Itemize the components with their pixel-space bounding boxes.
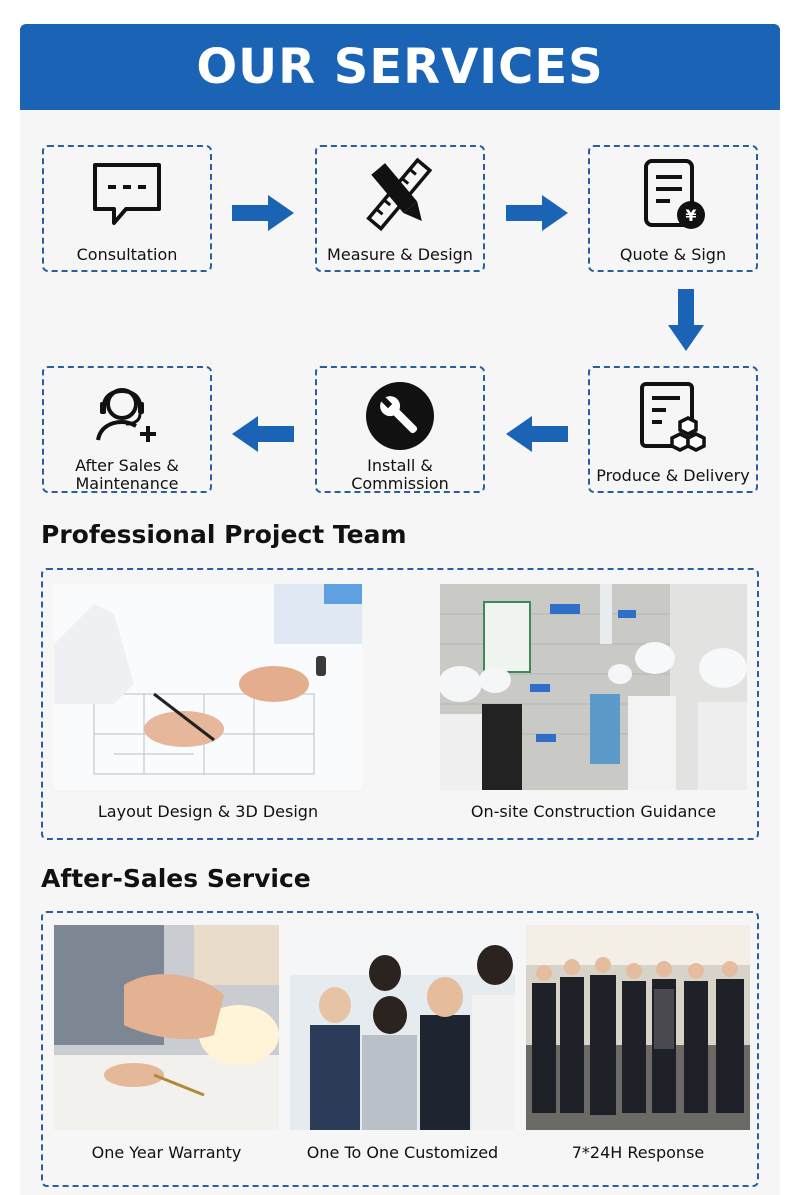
after-sales-caption: One To One Customized [306, 1143, 499, 1162]
production-document-icon [640, 382, 706, 452]
step-label: Produce & Delivery [596, 466, 750, 485]
after-sales-caption: One Year Warranty [91, 1143, 242, 1162]
chat-bubble-icon [93, 163, 161, 225]
construction-site-image [440, 584, 747, 790]
step-label: Consultation [76, 245, 178, 264]
step-label: Install & Commission [351, 456, 449, 493]
step-measure-design: Measure & Design [315, 145, 485, 272]
services-banner: OUR SERVICES [20, 24, 780, 110]
pencil-ruler-icon [366, 157, 433, 232]
team-meeting-image [290, 925, 515, 1130]
team-caption: Layout Design & 3D Design [97, 802, 319, 821]
after-sales-photo-warranty [54, 925, 279, 1130]
step-label: Quote & Sign [619, 245, 727, 264]
after-sales-photo-customized [290, 925, 515, 1130]
after-sales-panel: One Year Warranty One To One Customized [41, 911, 759, 1187]
step-install-commission: Install & Commission [315, 366, 485, 493]
blueprint-image [54, 584, 362, 790]
arrow-right-icon [232, 195, 294, 231]
step-label: Measure & Design [327, 245, 473, 264]
after-sales-photo-response [526, 925, 750, 1130]
arrow-left-icon [506, 416, 568, 452]
step-quote-sign: ¥ Quote & Sign [588, 145, 758, 272]
arrow-left-icon [232, 416, 294, 452]
arrow-down-icon [668, 289, 704, 351]
team-section-title: Professional Project Team [41, 520, 407, 549]
staff-group-image [526, 925, 750, 1130]
after-sales-caption: 7*24H Response [571, 1143, 705, 1162]
team-photo-onsite [440, 584, 747, 790]
team-panel: Layout Design & 3D Design [41, 568, 759, 840]
svg-text:¥: ¥ [685, 206, 696, 225]
step-consultation: Consultation [42, 145, 212, 272]
after-sales-section-title: After-Sales Service [41, 864, 311, 893]
wrench-icon [366, 382, 434, 450]
step-after-sales: After Sales & Maintenance [42, 366, 212, 493]
quote-document-icon: ¥ [644, 159, 705, 229]
arrow-right-icon [506, 195, 568, 231]
step-label: After Sales & Maintenance [75, 456, 179, 493]
team-photo-design [54, 584, 362, 790]
team-caption: On-site Construction Guidance [470, 802, 717, 821]
support-headset-icon [96, 388, 156, 442]
step-produce-delivery: Produce & Delivery [588, 366, 758, 493]
page-title: OUR SERVICES [196, 39, 604, 95]
handshake-image [54, 925, 279, 1130]
services-card: OUR SERVICES Consultation Measure [20, 24, 780, 1195]
